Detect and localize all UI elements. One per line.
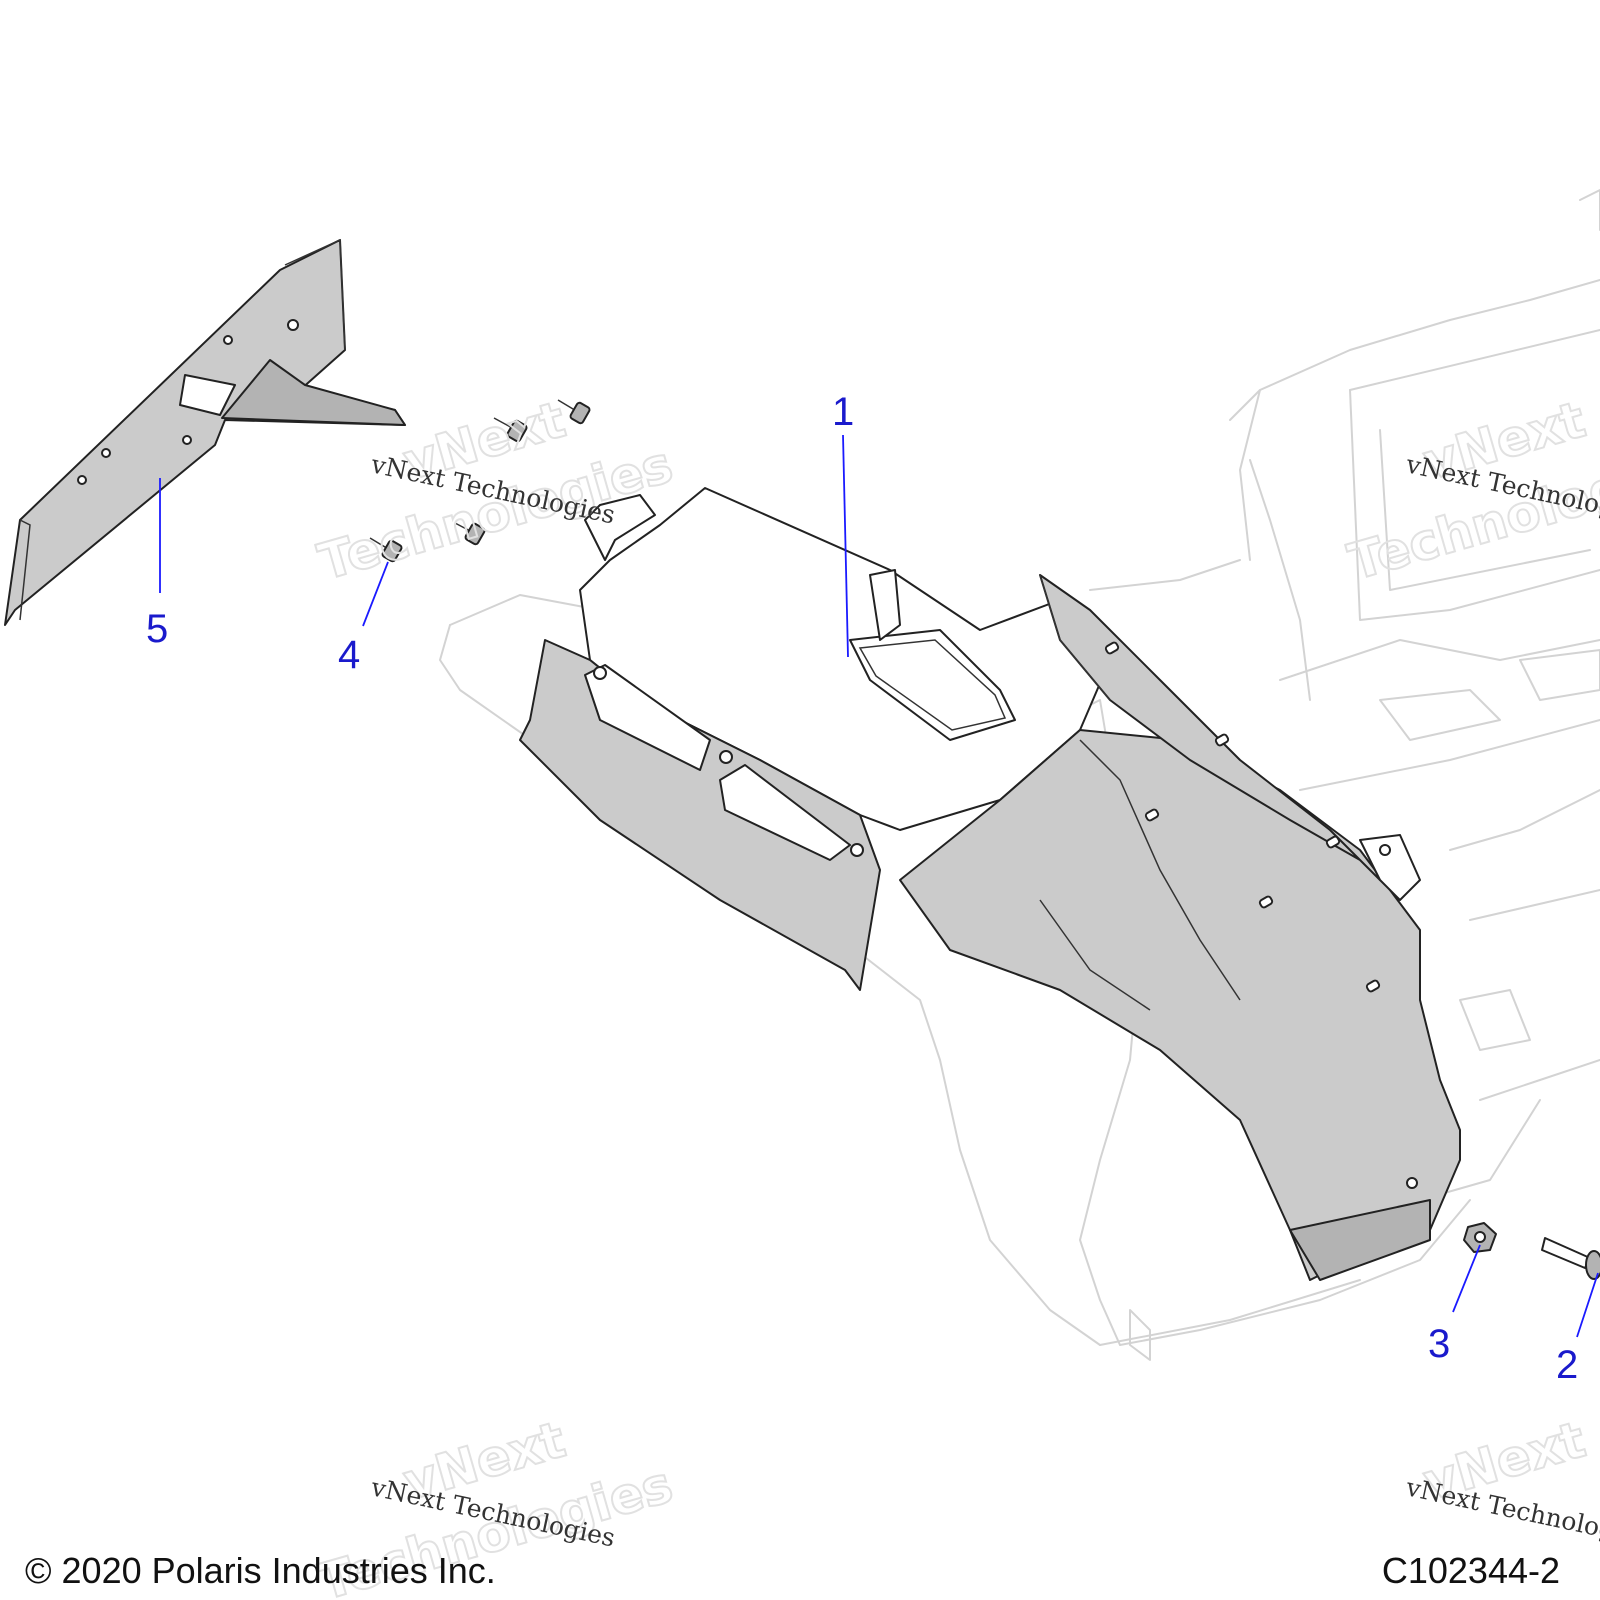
screw-b: [557, 399, 591, 425]
watermark-bottom-right: vNext vNext Technologies: [1403, 1409, 1600, 1552]
figure-id: C102344-2: [1381, 1550, 1560, 1591]
screw-c: [454, 522, 486, 546]
callout-labels: 1 2 3 4 5: [146, 390, 1578, 1387]
copyright-notice: © 2020 Polaris Industries Inc.: [25, 1550, 496, 1591]
part-1-main-shield: [519, 487, 1461, 1281]
screw-a: [493, 417, 528, 443]
leader-4: [362, 561, 389, 627]
callout-5: 5: [146, 607, 168, 651]
part-2-bolt: [1541, 1237, 1600, 1280]
callout-2: 2: [1556, 1343, 1578, 1387]
part-5-side-panel: [4, 238, 406, 626]
callout-3: 3: [1428, 1322, 1450, 1366]
callout-4: 4: [338, 633, 360, 677]
leader-3: [1452, 1244, 1481, 1313]
callout-1: 1: [832, 390, 854, 434]
screw-d: [369, 537, 403, 563]
watermark-top-right: vNext Technologies vNext Technologies: [1341, 389, 1600, 592]
frame-outline: [439, 189, 1600, 1361]
leader-lines: [159, 434, 1599, 1338]
part-4-screws: [369, 399, 591, 563]
leader-2: [1576, 1272, 1599, 1338]
leader-1: [842, 434, 849, 658]
part-3-nut: [1463, 1222, 1497, 1253]
